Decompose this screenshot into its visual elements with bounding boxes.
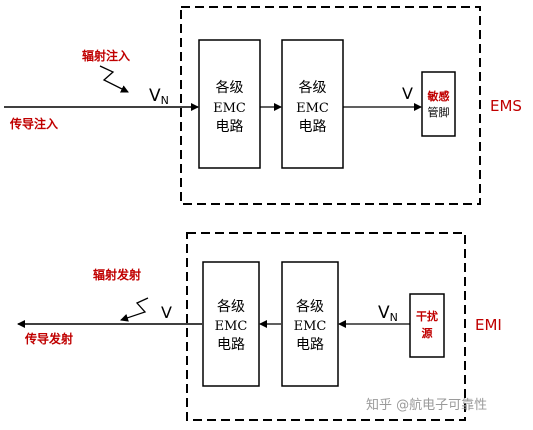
emi-block2-line1: 各级 bbox=[296, 299, 324, 315]
emi-interference-source-line1: 干扰 bbox=[416, 309, 438, 323]
ems-block2-line1: 各级 bbox=[299, 80, 327, 96]
ems-sensitive-pin-line1: 敏感 bbox=[427, 89, 450, 103]
ems-input-voltage-label: VN bbox=[149, 86, 169, 107]
ems-block1-line1: 各级 bbox=[216, 80, 244, 96]
emi-input-voltage-label: VN bbox=[378, 303, 398, 324]
ems-sensitive-pin-block bbox=[421, 71, 456, 137]
emi-radiation-zigzag bbox=[120, 297, 149, 322]
emi-block2-line2: EMC bbox=[294, 319, 327, 334]
ems-block2-line3: 电路 bbox=[299, 119, 327, 135]
emi-boundary bbox=[186, 232, 466, 421]
emi-block1-line3: 电路 bbox=[217, 337, 245, 353]
ems-block2-line2: EMC bbox=[296, 101, 329, 116]
emi-block1-line1: 各级 bbox=[217, 299, 245, 315]
emi-block1-line2: EMC bbox=[215, 319, 248, 334]
ems-label: EMS bbox=[490, 97, 522, 115]
emi-label: EMI bbox=[475, 316, 502, 334]
ems-boundary bbox=[180, 6, 481, 205]
ems-block1-line2: EMC bbox=[213, 101, 246, 116]
emi-interference-source-line2: 源 bbox=[422, 326, 433, 340]
ems-sensitive-pin-line2: 管脚 bbox=[428, 105, 450, 119]
watermark: 知乎 @航电子可靠性 bbox=[366, 397, 487, 413]
ems-radiation-zigzag bbox=[99, 65, 129, 93]
ems-conducted-injection-label: 传导注入 bbox=[9, 116, 58, 131]
ems-radiated-injection-label: 辐射注入 bbox=[82, 48, 130, 63]
ems-emc-circuit-block-1 bbox=[198, 39, 261, 169]
emi-output-voltage-label: V bbox=[161, 303, 172, 322]
ems-emc-circuit-block-2 bbox=[281, 39, 344, 169]
emi-block2-line3: 电路 bbox=[296, 337, 324, 353]
ems-output-voltage-label: V bbox=[402, 84, 413, 103]
emi-conducted-emission-label: 传导发射 bbox=[24, 331, 73, 346]
emi-radiated-emission-label: 辐射发射 bbox=[93, 267, 141, 282]
emi-interference-source-block bbox=[409, 293, 445, 358]
ems-block1-line3: 电路 bbox=[216, 119, 244, 135]
